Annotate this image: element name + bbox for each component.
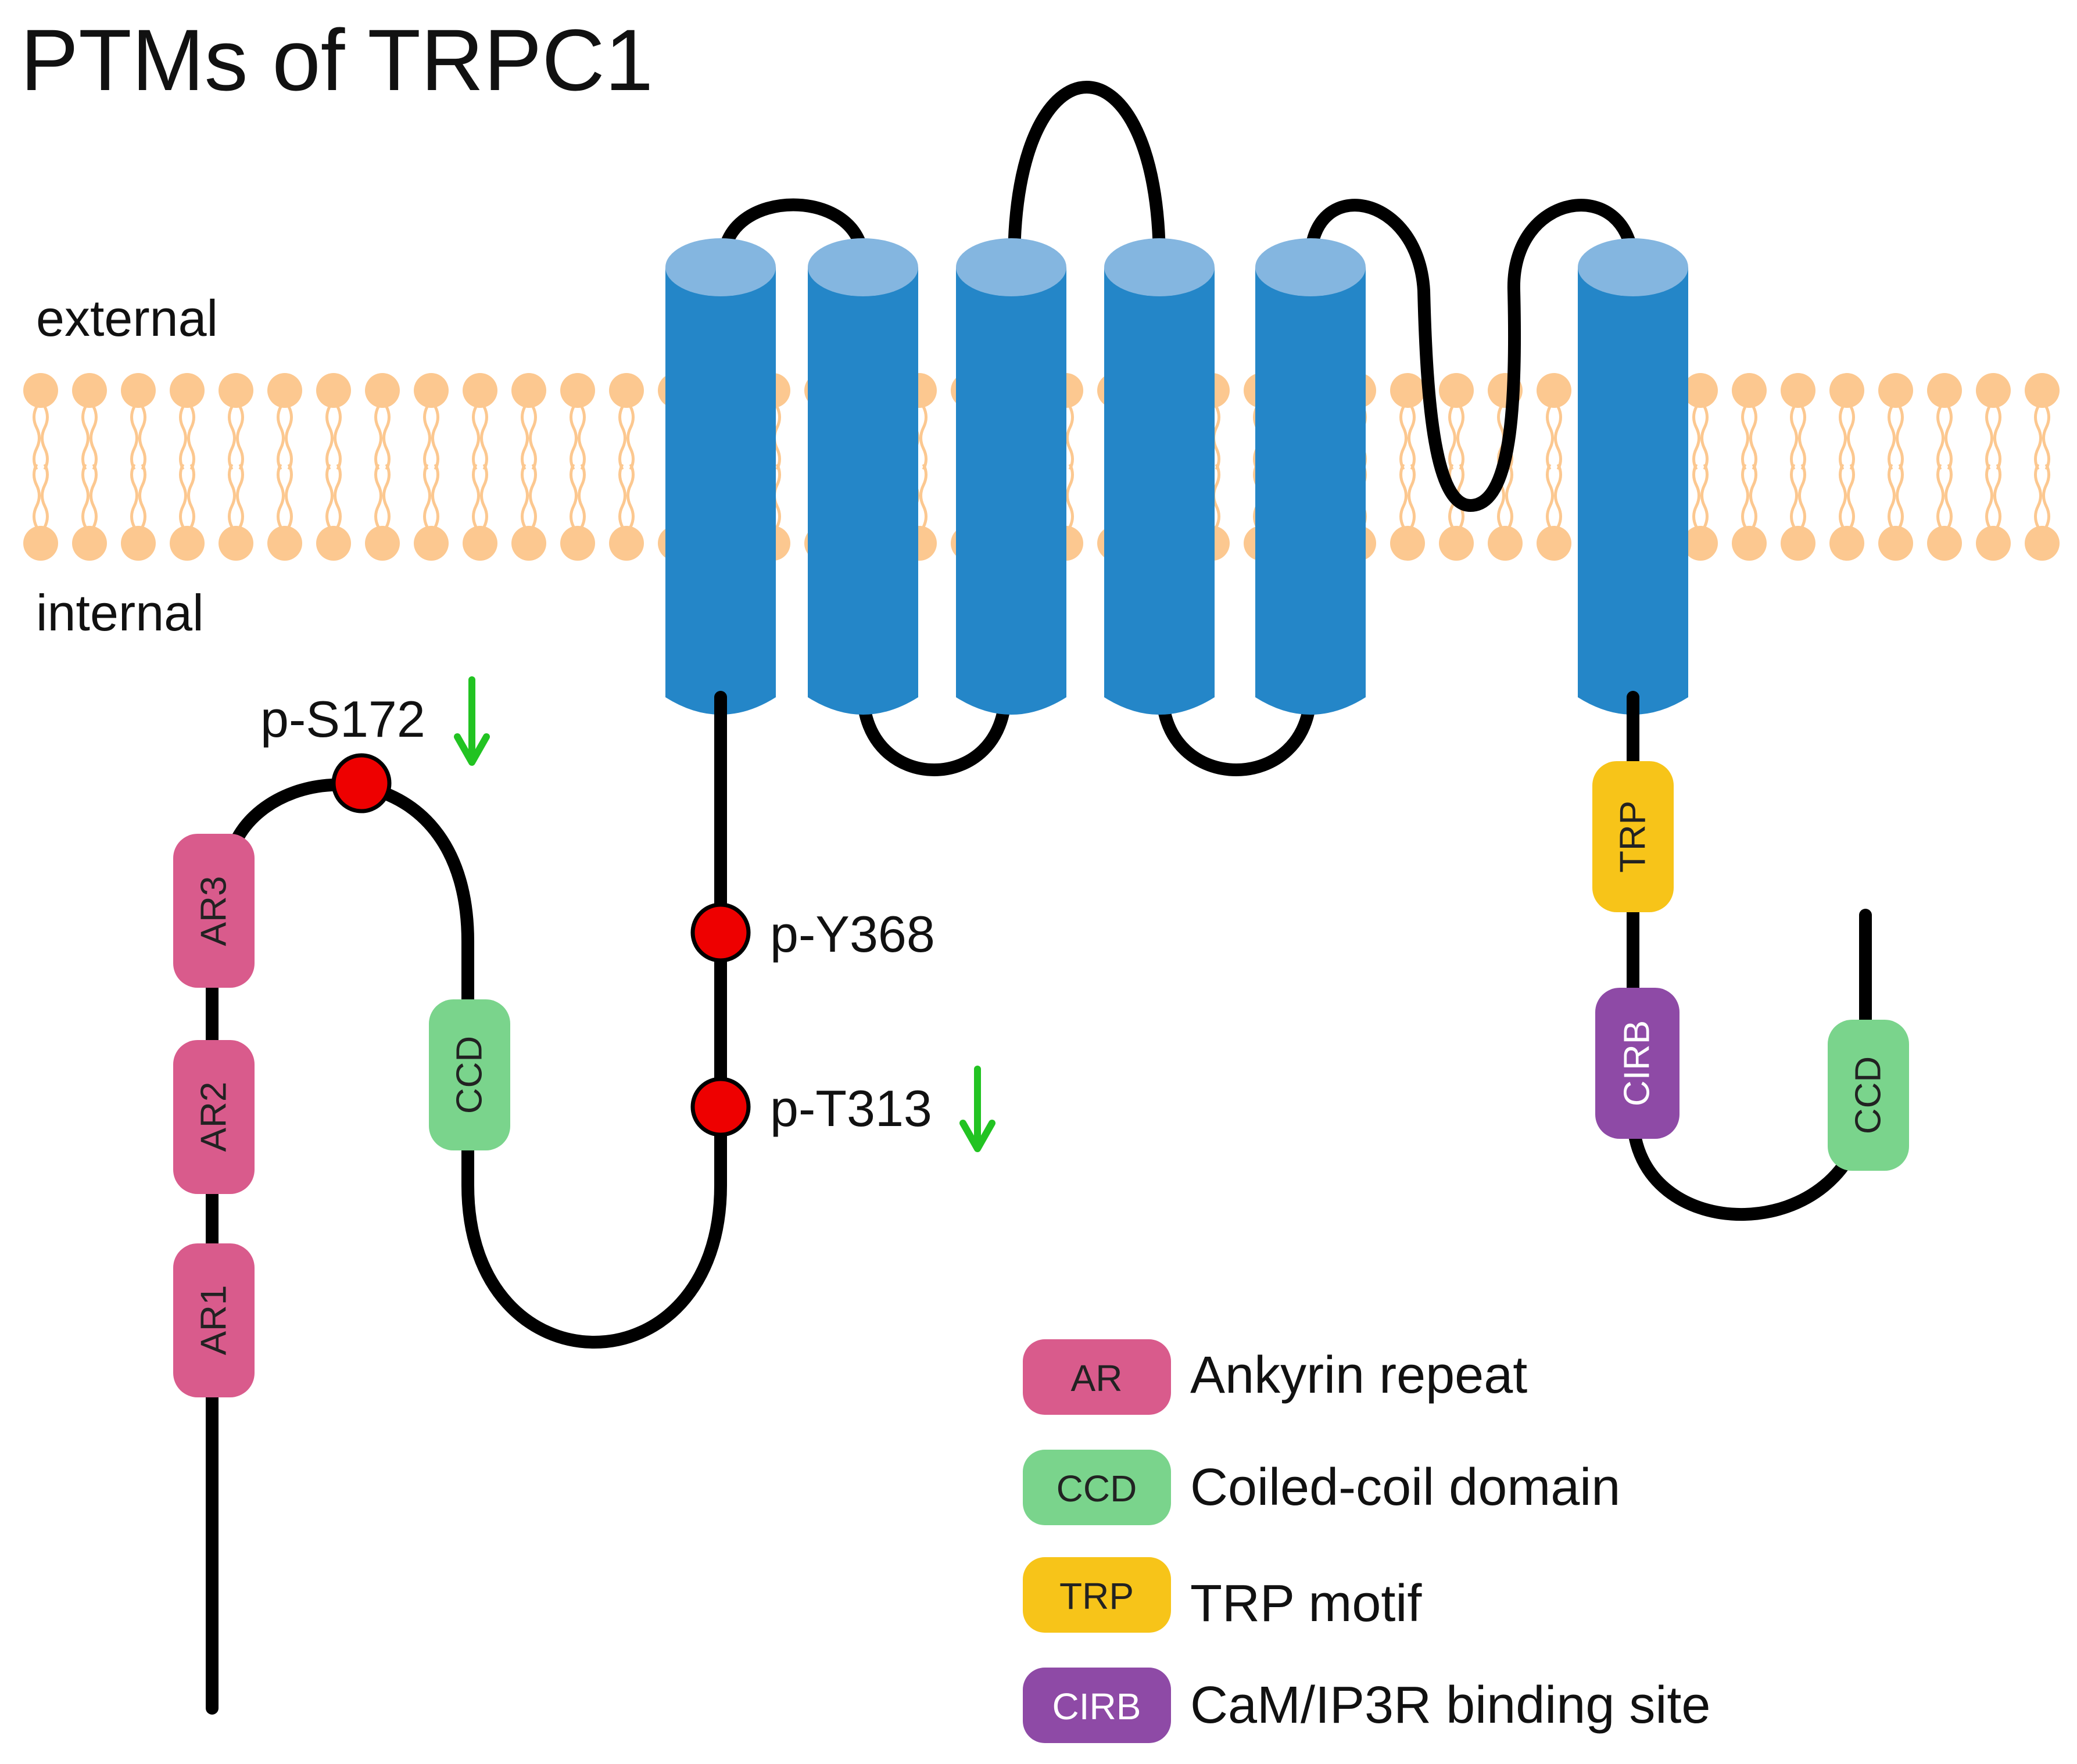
lipid-head-outer [414, 373, 449, 469]
legend-text-trp: TRP motif [1190, 1575, 1422, 1633]
lipid-head-inner [1976, 464, 2011, 561]
lipid-head-inner [23, 464, 58, 561]
legend-item-ccd: CCD Coiled-coil domain [1023, 1450, 1620, 1525]
lipid-head-inner [170, 464, 205, 561]
site-label-s172: p-S172 [260, 690, 425, 748]
lipid-head-outer [463, 373, 497, 469]
ccd-c-domain: CCD [1828, 1020, 1909, 1171]
extracellular-loops [717, 81, 1639, 512]
lipid-head-outer [1878, 373, 1913, 469]
lipid-head-outer [1537, 373, 1571, 469]
lipid-head-outer [219, 373, 253, 469]
down-arrows [454, 676, 995, 1152]
lipid-head-inner [121, 464, 156, 561]
lipid-head-outer [121, 373, 156, 469]
lipid-head-outer [23, 373, 58, 469]
lipid-head-inner [219, 464, 253, 561]
lipid-head-inner [316, 464, 351, 561]
lipid-head-outer [560, 373, 595, 469]
ar1-domain: AR1 [173, 1243, 255, 1397]
legend-abbr-ar: AR [1071, 1357, 1123, 1399]
ar2-label: AR2 [194, 1082, 234, 1152]
helix-s1 [665, 238, 776, 715]
legend-text-ccd: Coiled-coil domain [1190, 1458, 1620, 1516]
page-title: PTMs of TRPC1 [20, 11, 653, 109]
legend-abbr-trp: TRP [1059, 1575, 1134, 1617]
ar2-domain: AR2 [173, 1040, 255, 1194]
trp-domain: TRP [1592, 761, 1674, 912]
transmembrane-helices [665, 238, 1688, 715]
lipid-head-outer [1781, 373, 1815, 469]
helix-s6 [1578, 238, 1688, 715]
lipid-head-inner [1732, 464, 1767, 561]
lipid-head-inner [72, 464, 107, 561]
phospho-sites: p-S172 p-Y368 p-T313 [260, 690, 935, 1137]
lipid-head-inner [609, 464, 644, 561]
legend-item-cirb: CIRB CaM/IP3R binding site [1023, 1668, 1710, 1743]
lipid-head-outer [1390, 373, 1425, 469]
trp-label: TRP [1613, 801, 1653, 873]
arrow-down-icon [454, 676, 490, 766]
helix-s5 [1255, 238, 1366, 715]
cirb-label: CIRB [1617, 1020, 1657, 1106]
lipid-head-outer [316, 373, 351, 469]
lipid-head-outer [1829, 373, 1864, 469]
legend-abbr-cirb: CIRB [1052, 1686, 1141, 1727]
lipid-head-outer [267, 373, 302, 469]
ar1-label: AR1 [194, 1285, 234, 1356]
lipid-head-inner [1390, 464, 1425, 561]
lipid-head-outer [1732, 373, 1767, 469]
site-marker-s172 [331, 753, 392, 813]
lipid-head-outer [170, 373, 205, 469]
lipid-head-outer [1976, 373, 2011, 469]
legend-text-cirb: CaM/IP3R binding site [1190, 1676, 1710, 1734]
helix-s2 [808, 238, 918, 715]
lipid-head-inner [1878, 464, 1913, 561]
lipid-head-outer [609, 373, 644, 469]
domain-boxes: AR3 AR2 AR1 CCD TRP CIRB CCD [173, 761, 1909, 1397]
lipid-head-outer [1927, 373, 1962, 469]
legend-abbr-ccd: CCD [1057, 1468, 1137, 1510]
lipid-head-inner [1927, 464, 1962, 561]
lipid-head-inner [1781, 464, 1815, 561]
intracellular-loops [857, 685, 1317, 776]
ccd-n-label: CCD [450, 1036, 490, 1114]
helix-s4 [1104, 238, 1215, 715]
lipid-head-outer [365, 373, 400, 469]
site-marker-t313 [690, 1077, 751, 1137]
ccd-c-label: CCD [1849, 1056, 1889, 1134]
lipid-head-outer [511, 373, 546, 469]
legend-item-ar: AR Ankyrin repeat [1023, 1339, 1527, 1415]
legend: AR Ankyrin repeat CCD Coiled-coil domain… [1023, 1339, 1710, 1743]
lipid-head-outer [2025, 373, 2060, 469]
lipid-head-outer [72, 373, 107, 469]
internal-label: internal [36, 584, 204, 641]
site-label-t313: p-T313 [770, 1080, 932, 1137]
lipid-head-inner [267, 464, 302, 561]
lipid-head-inner [365, 464, 400, 561]
ar3-label: AR3 [194, 876, 234, 946]
lipid-head-inner [414, 464, 449, 561]
lipid-head-inner [1537, 464, 1571, 561]
n-terminal-chain [206, 691, 727, 1715]
lipid-head-inner [1829, 464, 1864, 561]
arrow-down-icon [959, 1066, 995, 1152]
helix-s3 [956, 238, 1066, 715]
lipid-head-inner [511, 464, 546, 561]
ccd-n-domain: CCD [429, 999, 510, 1150]
site-label-y368: p-Y368 [770, 905, 935, 963]
lipid-head-inner [463, 464, 497, 561]
lipid-head-inner [560, 464, 595, 561]
legend-item-trp: TRP TRP motif [1023, 1557, 1422, 1633]
lipid-head-inner [2025, 464, 2060, 561]
ar3-domain: AR3 [173, 834, 255, 988]
cirb-domain: CIRB [1595, 988, 1679, 1139]
site-marker-y368 [690, 902, 751, 963]
legend-text-ar: Ankyrin repeat [1190, 1346, 1527, 1404]
external-label: external [36, 289, 218, 347]
